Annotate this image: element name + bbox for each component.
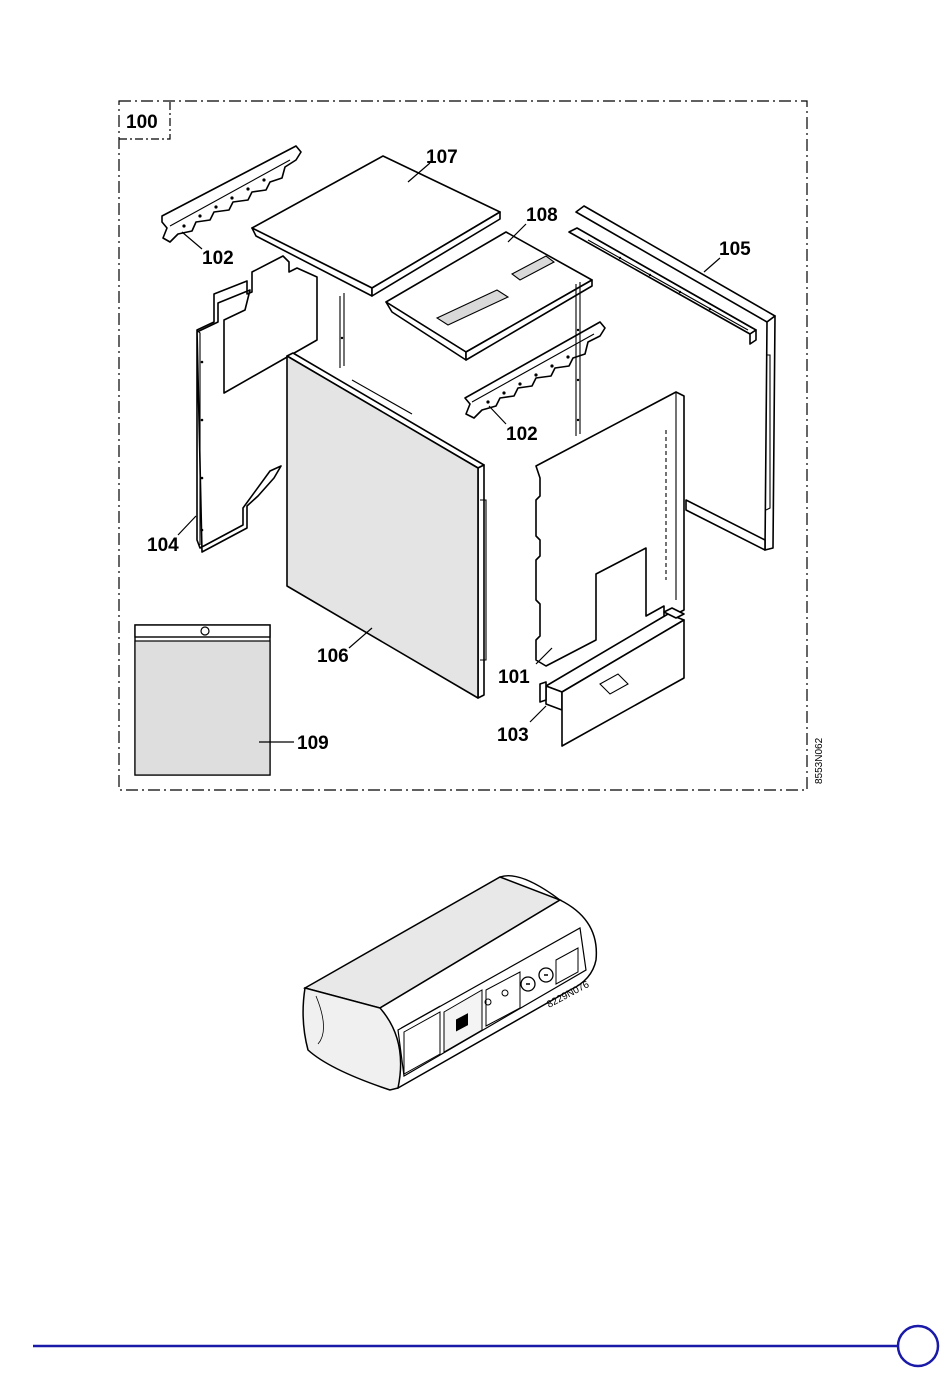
label-104: 104 (147, 535, 179, 556)
assembly-label-100: 100 (126, 112, 158, 133)
label-106: 106 (317, 646, 349, 667)
label-105: 105 (719, 239, 751, 260)
label-101: 101 (498, 667, 530, 688)
control-unit-illustration (303, 876, 596, 1090)
label-102-lower: 102 (506, 424, 538, 445)
label-103: 103 (497, 725, 529, 746)
drawing-code-top: 8553N062 (814, 737, 825, 784)
label-102-upper: 102 (202, 248, 234, 269)
label-108: 108 (526, 205, 558, 226)
page-number-circle (898, 1326, 938, 1366)
label-109: 109 (297, 733, 329, 754)
label-107: 107 (426, 147, 458, 168)
part-post-rear-left (340, 293, 344, 368)
part-109-document-pouch (135, 625, 294, 775)
part-post-middle (576, 282, 580, 436)
